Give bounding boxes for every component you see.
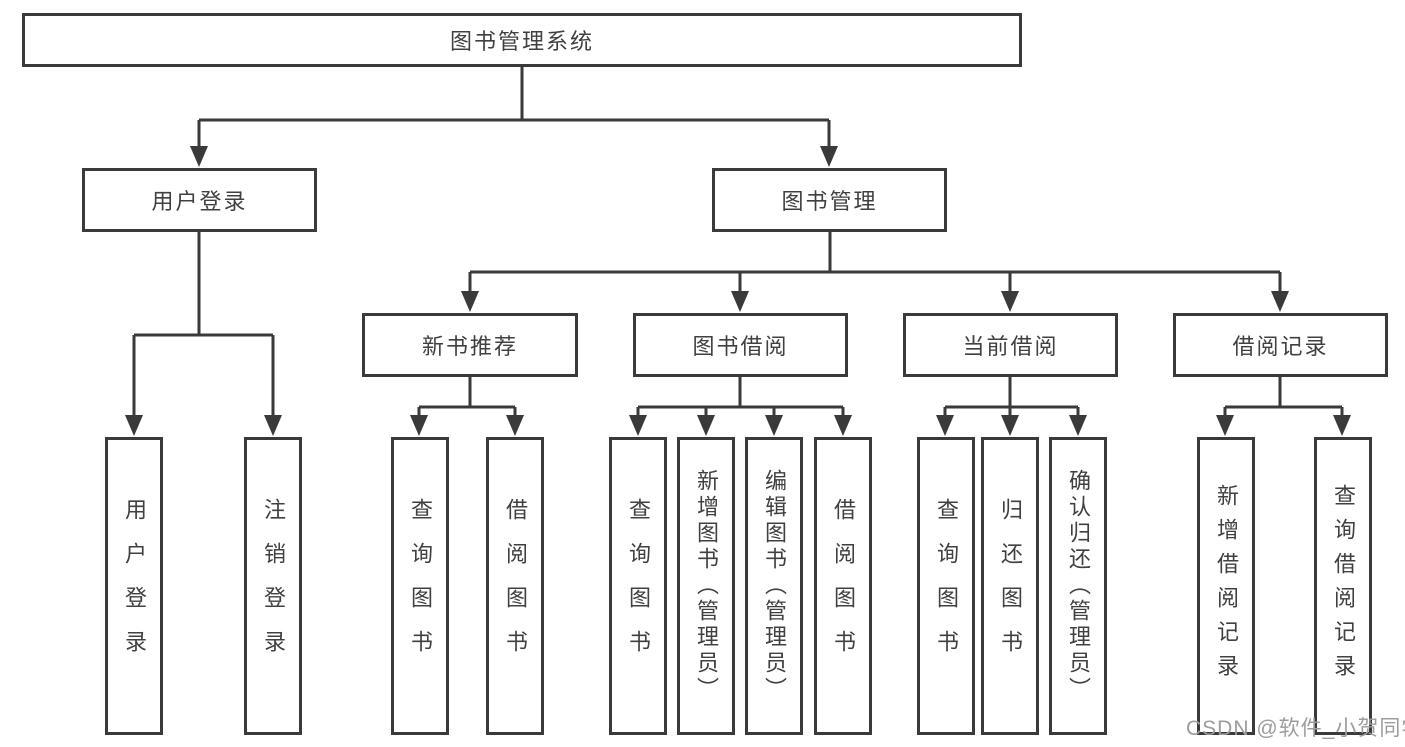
leaf-add-book-admin: 新增图书（管理员） — [677, 437, 735, 735]
leaf-label: 注销登录 — [261, 498, 286, 674]
node-label: 新书推荐 — [421, 334, 518, 359]
leaf-query-books-current: 查询图书 — [917, 437, 975, 735]
leaf-label: 确认归还（管理员） — [1066, 469, 1091, 703]
leaf-return-books: 归还图书 — [981, 437, 1039, 735]
leaf-logout: 注销登录 — [244, 437, 302, 735]
leaf-user-login: 用户登录 — [105, 437, 163, 735]
node-label: 当前借阅 — [962, 334, 1059, 359]
leaf-query-books-recommend: 查询图书 — [391, 437, 449, 735]
leaf-confirm-return-admin: 确认归还（管理员） — [1049, 437, 1107, 735]
leaf-add-borrow-record: 新增借阅记录 — [1197, 437, 1255, 735]
leaf-borrow-books-recommend: 借阅图书 — [486, 437, 544, 735]
leaf-label: 借阅图书 — [503, 498, 528, 674]
leaf-label: 新增图书（管理员） — [694, 469, 719, 703]
leaf-borrow-books: 借阅图书 — [814, 437, 872, 735]
node-label: 图书管理系统 — [449, 29, 594, 54]
node-current-borrow: 当前借阅 — [903, 313, 1118, 377]
node-library-system: 图书管理系统 — [22, 13, 1022, 67]
node-user-login: 用户登录 — [82, 168, 317, 232]
leaf-query-borrow-record: 查询借阅记录 — [1314, 437, 1372, 735]
leaf-label: 新增借阅记录 — [1214, 484, 1239, 688]
node-label: 图书借阅 — [692, 334, 789, 359]
leaf-label: 查询图书 — [934, 498, 959, 674]
leaf-edit-book-admin: 编辑图书（管理员） — [745, 437, 803, 735]
node-book-management: 图书管理 — [712, 168, 947, 232]
leaf-label: 查询图书 — [408, 498, 433, 674]
leaf-label: 借阅图书 — [831, 498, 856, 674]
node-new-book-recommend: 新书推荐 — [362, 313, 578, 377]
leaf-label: 用户登录 — [122, 498, 147, 674]
leaf-query-books-borrow: 查询图书 — [609, 437, 667, 735]
leaf-label: 查询图书 — [626, 498, 651, 674]
node-label: 用户登录 — [151, 189, 248, 214]
node-label: 借阅记录 — [1232, 334, 1329, 359]
leaf-label: 归还图书 — [998, 498, 1023, 674]
node-borrow-records: 借阅记录 — [1173, 313, 1388, 377]
node-label: 图书管理 — [781, 189, 878, 214]
node-book-borrow: 图书借阅 — [633, 313, 848, 377]
leaf-label: 查询借阅记录 — [1331, 484, 1356, 688]
csdn-watermark: CSDN @软件_小贺同学 — [1186, 717, 1405, 740]
arrowheads — [125, 146, 1351, 436]
leaf-label: 编辑图书（管理员） — [762, 469, 787, 703]
